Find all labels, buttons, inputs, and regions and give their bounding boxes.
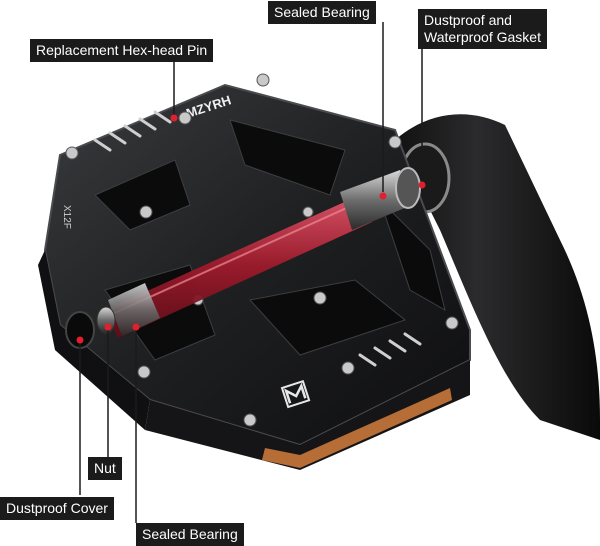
marker <box>76 336 84 344</box>
label-dustproof-cover: Dustproof Cover <box>0 497 114 520</box>
label-sealed-bearing-top: Sealed Bearing <box>268 1 376 24</box>
sleeve-inner <box>108 283 160 336</box>
pin <box>313 291 327 305</box>
cutout-2 <box>229 119 346 196</box>
cutout-4 <box>249 279 407 356</box>
pin <box>388 135 402 149</box>
pin <box>302 206 314 218</box>
label-dustproof-gasket: Dustproof and Waterproof Gasket <box>418 9 547 49</box>
bottom-grooves <box>358 332 422 367</box>
pedal-side-face <box>145 360 470 470</box>
pin <box>65 146 79 160</box>
cutout-1 <box>94 159 191 231</box>
top-grooves <box>93 110 172 152</box>
label-replacement-pin: Replacement Hex-head Pin <box>30 39 214 62</box>
pin <box>341 361 355 375</box>
pedal-left-face <box>38 250 150 430</box>
pin <box>445 316 459 330</box>
pin <box>256 73 270 87</box>
marker <box>132 323 140 331</box>
pin <box>137 365 151 379</box>
marker <box>170 114 178 122</box>
pin <box>139 205 153 219</box>
pin <box>178 111 192 125</box>
markers <box>76 114 426 344</box>
marker <box>379 192 387 200</box>
cutout-5 <box>379 199 446 312</box>
leader-lines <box>79 22 423 523</box>
marker <box>418 181 426 189</box>
axle <box>105 195 372 338</box>
m-logo-icon <box>280 379 311 409</box>
model-code: X12F <box>61 205 72 229</box>
marker <box>104 323 112 331</box>
sleeve-outer <box>340 170 412 230</box>
label-nut: Nut <box>88 457 122 480</box>
hex-pins <box>65 73 459 427</box>
label-sealed-bearing-bottom: Sealed Bearing <box>136 523 244 546</box>
reflector <box>262 388 452 468</box>
bearing-ring <box>395 167 421 209</box>
pin <box>243 413 257 427</box>
